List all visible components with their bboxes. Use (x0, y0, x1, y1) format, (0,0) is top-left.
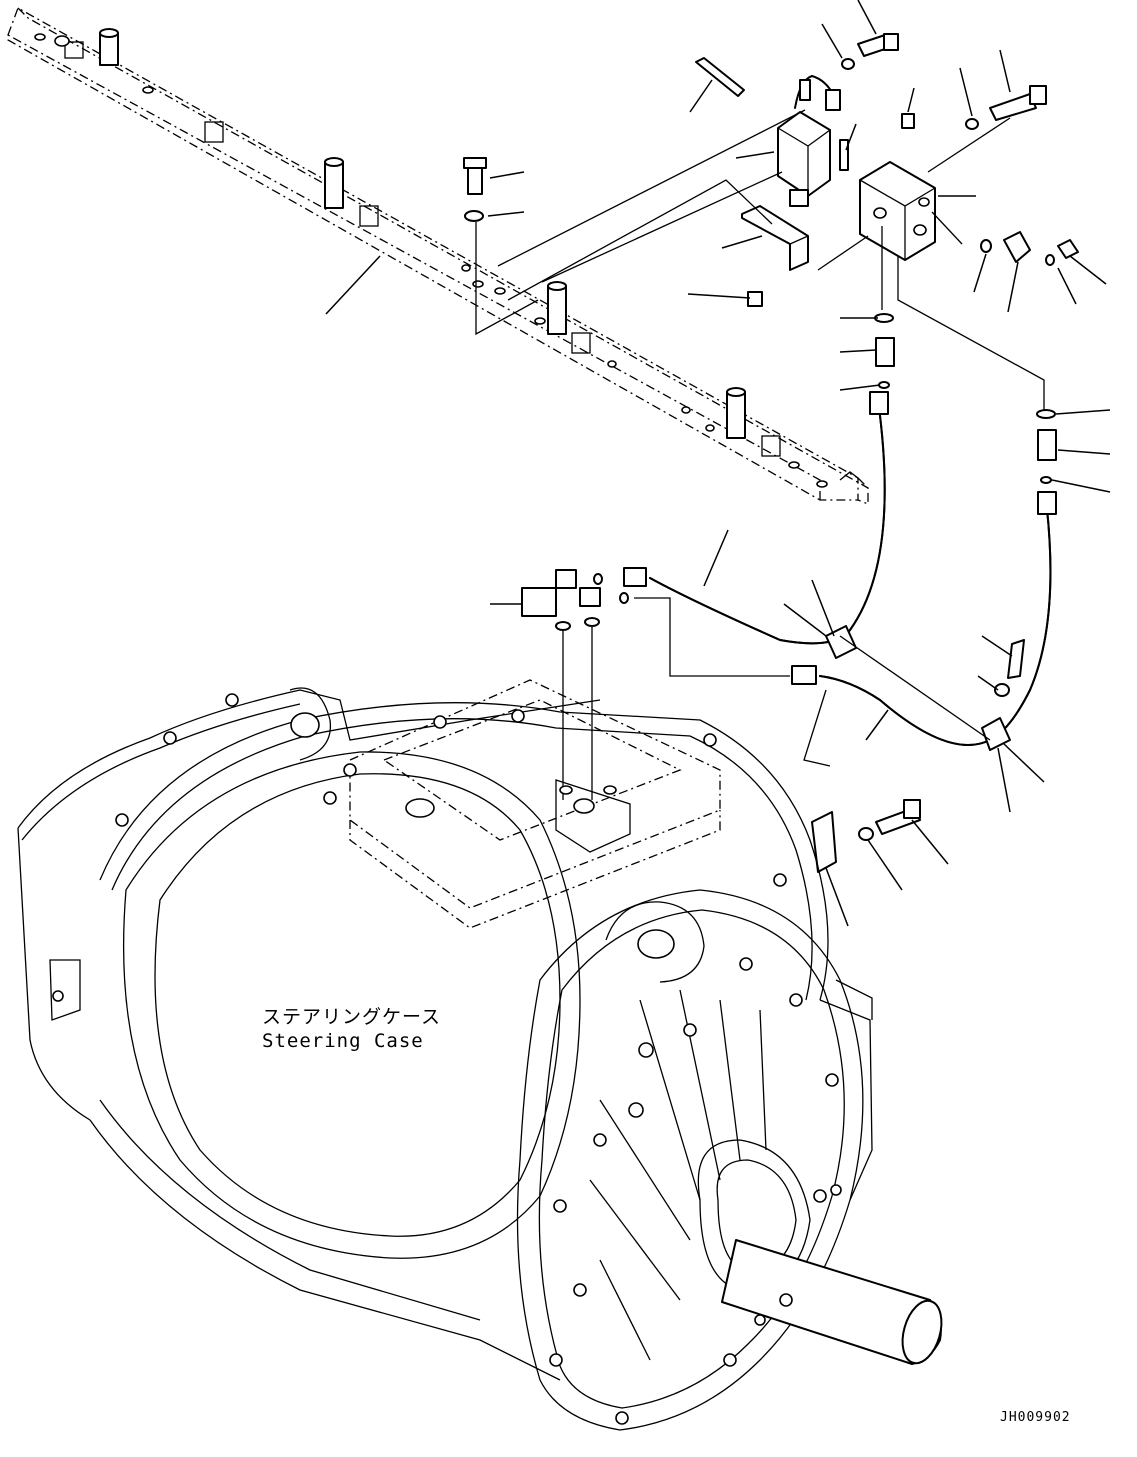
solenoid-valve (777, 75, 841, 207)
leader-lines (325, 0, 1111, 927)
rail-boss (64, 41, 781, 457)
top-cover (349, 679, 721, 929)
housing-bolts (52, 693, 842, 1425)
rail-post (99, 28, 746, 439)
manifold-block (859, 113, 1079, 266)
rail-hole (34, 33, 828, 488)
steering-case-label-en: Steering Case (262, 1030, 424, 1052)
frame-rail (7, 7, 869, 505)
valve-bracket (741, 205, 809, 271)
bolts-and-washers (463, 33, 1047, 307)
hoses (623, 391, 1057, 751)
connection-lines (475, 109, 1045, 800)
bottom-bracket (811, 639, 1025, 873)
fittings (874, 313, 1057, 484)
steering-case-label-jp: ステアリングケース (262, 1006, 442, 1028)
drawing-code: JH009902 (1000, 1410, 1071, 1425)
tee-block (521, 569, 629, 631)
steering-case (17, 687, 943, 1431)
